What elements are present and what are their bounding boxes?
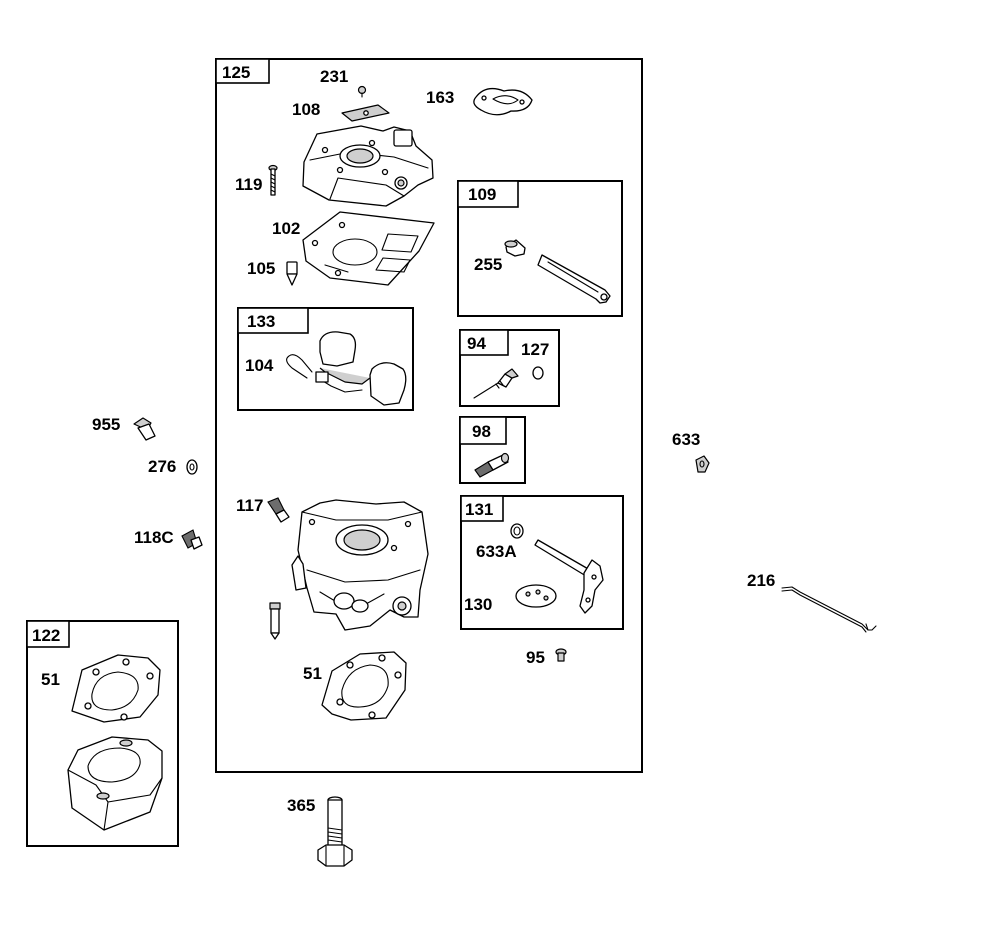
throttle-plate-130-part bbox=[515, 584, 557, 608]
screw-95-part bbox=[555, 648, 567, 662]
float-133-part bbox=[286, 331, 407, 406]
callout-51-main: 51 bbox=[303, 664, 322, 683]
screw-231-part bbox=[357, 85, 367, 98]
bolt-365-part bbox=[317, 796, 353, 867]
carburetor-lower-body-part bbox=[291, 499, 429, 631]
gasket-51-main-part bbox=[321, 651, 407, 721]
choke-shaft-109-part bbox=[504, 239, 611, 304]
needle-pin-part bbox=[269, 602, 281, 640]
frame-125-label: 125 bbox=[222, 63, 250, 82]
callout-117: 117 bbox=[236, 496, 263, 515]
gasket-102-part bbox=[302, 211, 435, 286]
callout-276: 276 bbox=[148, 457, 176, 476]
callout-127: 127 bbox=[521, 340, 549, 359]
frame-122: 122 bbox=[26, 620, 179, 847]
callout-51-kit: 51 bbox=[41, 670, 60, 689]
frame-109: 109 bbox=[457, 180, 623, 317]
washer-276-part bbox=[186, 459, 198, 475]
callout-95: 95 bbox=[526, 648, 545, 667]
callout-118c: 118C bbox=[134, 528, 174, 547]
frame-125: 125 bbox=[215, 58, 643, 773]
callout-105: 105 bbox=[247, 259, 275, 278]
plug-955-part bbox=[133, 417, 156, 441]
frame-131-label: 131 bbox=[465, 500, 493, 519]
frame-94-label: 94 bbox=[467, 334, 486, 353]
callout-119: 119 bbox=[235, 175, 262, 194]
nut-633-part bbox=[695, 455, 710, 473]
jet-118c-part bbox=[181, 529, 203, 550]
frame-133-label: 133 bbox=[247, 312, 275, 331]
frame-122-label: 122 bbox=[32, 626, 60, 645]
callout-365: 365 bbox=[287, 796, 315, 815]
link-rod-216-part bbox=[781, 586, 877, 633]
frame-109-label: 109 bbox=[468, 185, 496, 204]
spacer-part bbox=[67, 736, 163, 831]
frame-94: 94 bbox=[459, 329, 560, 407]
callout-633a: 633A bbox=[476, 542, 517, 561]
callout-104: 104 bbox=[245, 356, 274, 375]
frame-98: 98 bbox=[459, 416, 526, 484]
gasket-51-kit-part bbox=[71, 654, 161, 723]
o-ring-127-part bbox=[532, 366, 544, 380]
callout-231: 231 bbox=[320, 67, 348, 86]
plate-108-part bbox=[341, 104, 390, 122]
frame-133: 133 bbox=[237, 307, 414, 411]
throttle-shaft-131-part bbox=[510, 523, 604, 614]
screw-119-part bbox=[268, 164, 278, 196]
callout-102: 102 bbox=[272, 219, 300, 238]
callout-255: 255 bbox=[474, 255, 502, 274]
frame-98-label: 98 bbox=[472, 422, 491, 441]
carburetor-upper-body-part bbox=[302, 125, 434, 207]
pilot-screw-98-part bbox=[474, 452, 510, 478]
callout-955: 955 bbox=[92, 415, 120, 434]
callout-130: 130 bbox=[464, 595, 492, 614]
callout-216: 216 bbox=[747, 571, 775, 590]
callout-108: 108 bbox=[292, 100, 320, 119]
gasket-163-part bbox=[473, 87, 533, 116]
callout-633: 633 bbox=[672, 430, 700, 449]
jet-117-part bbox=[267, 497, 290, 523]
frame-131: 131 bbox=[460, 495, 624, 630]
callout-163: 163 bbox=[426, 88, 454, 107]
mixture-needle-94-part bbox=[473, 368, 519, 399]
needle-valve-105-part bbox=[286, 261, 298, 286]
